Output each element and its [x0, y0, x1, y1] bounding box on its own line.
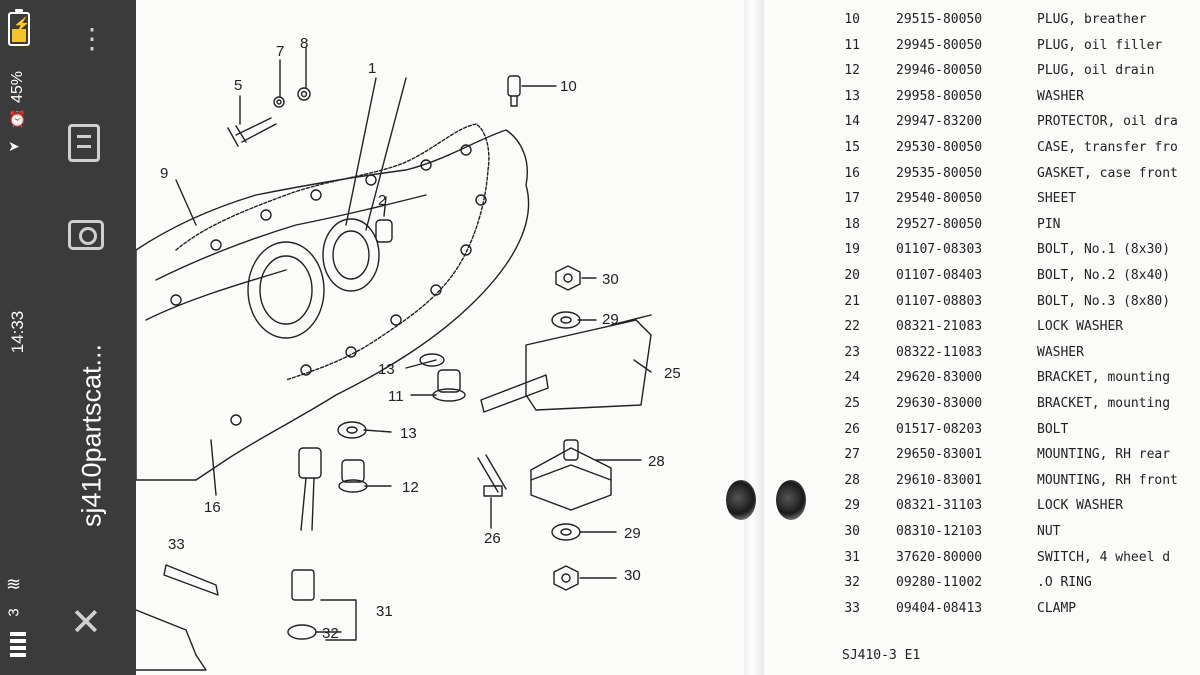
gasket-outline	[175, 123, 490, 381]
four-wheel-switch	[298, 447, 322, 479]
page-gutter	[744, 0, 764, 675]
callout-33: 33	[168, 536, 185, 553]
binder-hole-left	[726, 480, 756, 520]
clamp	[163, 564, 219, 596]
battery-icon: ⚡	[8, 9, 30, 46]
callout-29b: 29	[624, 525, 641, 542]
callout-1: 1	[368, 60, 376, 77]
camera-icon[interactable]	[68, 220, 104, 250]
tabs-icon[interactable]	[68, 124, 100, 162]
callout-30: 30	[602, 271, 619, 288]
browser-side-panel: ⚡ 45% ⏰ ➤ 14:33 sj410partscat... ≋ 3 ⋮ ✕	[0, 0, 136, 675]
callout-29: 29	[602, 311, 619, 328]
signal-icon	[10, 632, 26, 658]
alarm-icon: ⏰	[8, 111, 27, 128]
status-time: 14:33	[8, 310, 27, 354]
callout-10: 10	[560, 78, 577, 95]
signal-label: 3	[5, 608, 23, 617]
binder-hole-right	[776, 480, 806, 520]
callout-26: 26	[484, 530, 501, 547]
callout-8: 8	[300, 35, 308, 52]
callout-13b: 13	[400, 425, 417, 442]
callout-7: 7	[276, 43, 284, 60]
parts-catalog-page: 1 2 5 7 8 9 10 11 12 13 13 16 25 26 28 2…	[136, 0, 1200, 675]
battery-percentage: 45%	[9, 70, 26, 104]
transfer-case-body	[136, 129, 530, 481]
exploded-parts-diagram: 1 2 5 7 8 9 10 11 12 13 13 16 25 26 28 2…	[136, 35, 681, 671]
mounting-bracket	[525, 319, 652, 411]
breather-plug	[507, 75, 521, 97]
callout-9: 9	[160, 165, 168, 182]
callout-2: 2	[378, 192, 386, 209]
rubber-mounting	[530, 447, 612, 511]
location-icon: ➤	[8, 138, 20, 154]
callout-11: 11	[388, 388, 404, 405]
page-url[interactable]: sj410partscat...	[76, 343, 107, 528]
callout-12: 12	[402, 479, 419, 496]
callout-16: 16	[204, 499, 221, 516]
callout-28: 28	[648, 453, 665, 470]
callout-32: 32	[322, 625, 339, 642]
callout-31: 31	[376, 603, 393, 620]
close-icon[interactable]: ✕	[70, 602, 102, 644]
wifi-icon: ≋	[6, 574, 22, 594]
more-vert-icon[interactable]: ⋮	[78, 23, 106, 54]
bolt-5	[227, 117, 277, 147]
callout-5: 5	[234, 77, 242, 94]
page-footer-code: SJ410-3 E1	[842, 648, 921, 663]
output-bore	[247, 241, 325, 339]
callout-25: 25	[664, 365, 681, 382]
callout-30b: 30	[624, 567, 641, 584]
nut-30	[555, 265, 581, 291]
callout-13: 13	[378, 361, 395, 378]
